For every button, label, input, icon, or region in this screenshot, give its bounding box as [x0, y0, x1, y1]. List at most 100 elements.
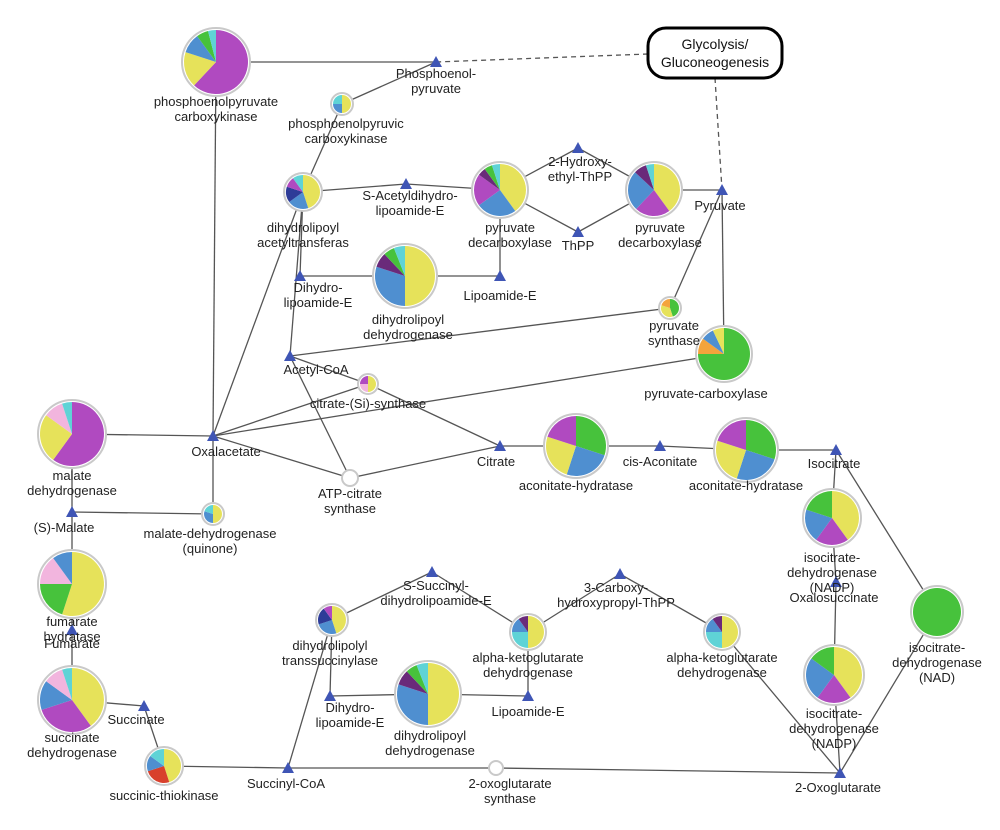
enzyme-nodes: [37, 27, 964, 786]
metabolite-marker-dihydrolipoamide1[interactable]: [294, 270, 306, 281]
pie-slice-yellow: [213, 505, 222, 523]
pie-slice-purple: [376, 254, 405, 276]
metabolite-marker-succinate[interactable]: [138, 700, 150, 711]
metabolite-marker-smalate[interactable]: [66, 506, 78, 517]
pie-slice-yellow: [303, 175, 320, 209]
enzyme-node-pc[interactable]: [695, 325, 753, 383]
enzyme-node-mqo[interactable]: [201, 502, 225, 526]
edge-idh_nad-oxoglutarate: [839, 611, 938, 774]
metabolite-label-fumarate: Fumarate: [44, 636, 100, 651]
enzyme-node-dld2[interactable]: [394, 660, 462, 728]
metabolite-label-acetylcoa: Acetyl-CoA: [283, 362, 348, 377]
enzyme-node-dlat1[interactable]: [283, 172, 323, 212]
pie-slice-green: [384, 248, 405, 276]
enzyme-node-pdc1[interactable]: [471, 161, 529, 219]
pie-slice-yellow: [528, 616, 544, 648]
pie-slice-blue: [397, 684, 428, 725]
enzyme-node-idh_nadp1[interactable]: [802, 488, 862, 548]
metabolite-label-succinylcoa: Succinyl-CoA: [247, 776, 325, 791]
pie-slice-blue: [39, 681, 72, 710]
metabolite-marker-cisaconitate[interactable]: [654, 440, 666, 451]
pie-slice-orange: [661, 299, 670, 308]
pie-slice-magenta: [53, 402, 104, 466]
enzyme-node-ring: [341, 469, 359, 487]
metabolite-marker-s_succinyl[interactable]: [426, 566, 438, 577]
metabolite-marker-s_acetyl[interactable]: [400, 178, 412, 189]
pie-slice-purple: [635, 165, 654, 190]
enzyme-node-kgd2[interactable]: [703, 613, 741, 651]
enzyme-node-dld1[interactable]: [372, 243, 438, 309]
pie-slice-blue: [806, 658, 834, 698]
pie-slice-blue: [512, 619, 528, 632]
metabolite-marker-hydroxyethyl[interactable]: [572, 142, 584, 153]
pathway-link-glycolysis-gluconeogenesis[interactable]: Glycolysis/Gluconeogenesis: [646, 26, 784, 80]
metabolite-marker-succinylcoa[interactable]: [282, 762, 294, 773]
enzyme-node-cs[interactable]: [357, 373, 379, 395]
enzyme-label-mqo: malate-dehydrogenase(quinone): [144, 526, 277, 556]
pie-slice-blue: [53, 552, 72, 584]
pie-slice-blue: [478, 190, 516, 217]
enzyme-label-aco2: aconitate-hydratase: [689, 478, 803, 493]
pie-slice-green: [811, 647, 834, 675]
enzyme-label-idh_nad: isocitrate-dehydrogenase(NAD): [892, 640, 982, 685]
enzyme-node-kgd1[interactable]: [509, 613, 547, 651]
pie-slice-green: [913, 588, 961, 636]
pie-slice-green: [406, 665, 428, 694]
metabolite-marker-isocitrate[interactable]: [830, 444, 842, 455]
pie-slice-blue: [374, 266, 405, 306]
enzyme-node-mdh1[interactable]: [37, 399, 107, 469]
pathway-dashed-link-1: [435, 53, 649, 63]
metabolite-marker-oxalosuccinate[interactable]: [830, 576, 842, 587]
enzyme-node-idh_nad[interactable]: [910, 585, 964, 639]
metabolite-markers: [66, 56, 846, 778]
enzyme-node-pdc2[interactable]: [625, 161, 683, 219]
enzyme-node-pfor[interactable]: [658, 296, 682, 320]
metabolite-marker-citrate[interactable]: [494, 440, 506, 451]
metabolite-marker-oxaloacetate[interactable]: [207, 430, 219, 441]
metabolite-marker-dihydrolipoamide2[interactable]: [324, 690, 336, 701]
pie-slice-magenta: [360, 376, 368, 384]
pie-slice-orange: [698, 338, 724, 354]
metabolite-marker-oxoglutarate[interactable]: [834, 767, 846, 778]
pie-slice-magenta: [286, 178, 303, 192]
metabolite-marker-thpp[interactable]: [572, 226, 584, 237]
metabolite-marker-pep[interactable]: [430, 56, 442, 67]
enzyme-node-pepck2[interactable]: [330, 92, 354, 116]
metabolite-marker-lipoamide2[interactable]: [522, 690, 534, 701]
enzyme-node-dlst[interactable]: [315, 603, 349, 637]
enzyme-node-fum[interactable]: [37, 549, 107, 619]
metabolite-marker-carboxyhydroxy[interactable]: [614, 568, 626, 579]
enzyme-node-sdh[interactable]: [37, 665, 107, 735]
pie-slice-yellow: [660, 305, 673, 317]
pie-slice-teal: [393, 246, 405, 276]
enzyme-node-scs[interactable]: [144, 746, 184, 786]
pathway-link-title: Glycolysis/Gluconeogenesis: [661, 36, 769, 70]
enzyme-node-pepck1[interactable]: [181, 27, 251, 97]
pie-slice-magenta: [717, 420, 746, 450]
pie-slice-pink: [46, 403, 72, 434]
enzyme-node-aco1[interactable]: [543, 413, 609, 479]
enzyme-node-acly[interactable]: [341, 469, 359, 487]
edge-scs-succinylcoa: [163, 765, 289, 769]
enzyme-node-aco2[interactable]: [713, 417, 779, 483]
pie-slice-teal: [150, 749, 164, 766]
metabolite-marker-pyruvate[interactable]: [716, 184, 728, 195]
pie-slice-yellow: [712, 328, 724, 354]
metabolite-marker-fumarate[interactable]: [66, 624, 78, 635]
metabolite-label-pyruvate: Pyruvate: [694, 198, 745, 213]
metabolite-marker-acetylcoa[interactable]: [284, 350, 296, 361]
pie-slice-teal: [491, 164, 500, 190]
enzyme-node-ogor[interactable]: [488, 760, 504, 776]
edge-pfor-acetylcoa: [289, 307, 671, 357]
pie-slice-blue: [706, 619, 722, 632]
enzyme-node-idh_nadp2[interactable]: [803, 644, 865, 706]
metabolite-marker-lipoamide1[interactable]: [494, 270, 506, 281]
enzyme-label-aco1: aconitate-hydratase: [519, 478, 633, 493]
pie-slice-magenta: [816, 518, 848, 545]
pie-slice-teal: [62, 402, 72, 434]
